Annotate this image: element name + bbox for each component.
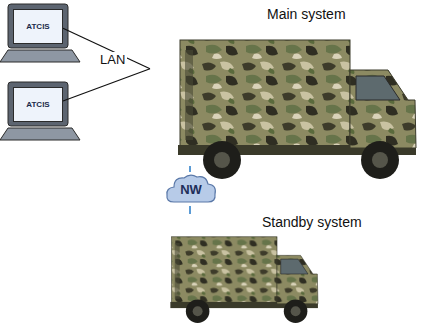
network-label: NW bbox=[180, 182, 202, 197]
screen-label: ATCIS bbox=[26, 22, 49, 31]
network-label: LAN bbox=[98, 52, 127, 67]
link-line bbox=[63, 28, 150, 69]
laptop-screen: ATCIS bbox=[13, 9, 63, 44]
screen-label: ATCIS bbox=[26, 100, 49, 109]
system-label: Main system bbox=[265, 6, 348, 22]
link-line bbox=[190, 206, 191, 214]
system-label: Standby system bbox=[260, 214, 364, 230]
laptop-screen: ATCIS bbox=[13, 87, 63, 122]
network-cloud: NW bbox=[164, 172, 218, 206]
main-truck: Main system bbox=[150, 4, 418, 166]
link-line bbox=[190, 166, 191, 172]
link-line bbox=[63, 69, 150, 101]
standby-truck: Standby system bbox=[150, 214, 418, 333]
